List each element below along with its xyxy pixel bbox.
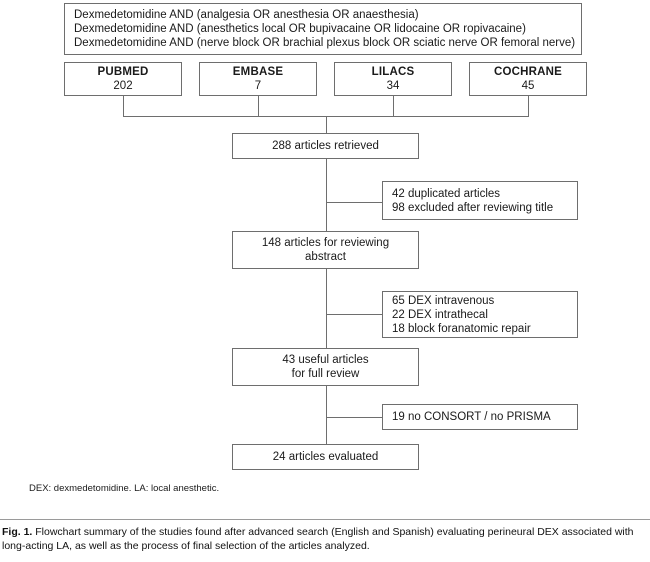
search-query-box: Dexmedetomidine AND (analgesia OR anesth… xyxy=(64,3,582,55)
exclusion-dex-route-line-1: 65 DEX intravenous xyxy=(392,294,495,307)
flow-box-abstract-review: 148 articles for reviewing abstract xyxy=(232,231,419,269)
exclusion-dex-route-line-2: 22 DEX intrathecal xyxy=(392,308,488,321)
database-count-embase: 7 xyxy=(254,80,262,92)
connector-trunk-retrieved-to-abstract xyxy=(326,159,327,231)
flow-box-abstract-line-1: 148 articles for reviewing xyxy=(261,237,390,249)
connector-pubmed-drop xyxy=(123,96,124,116)
database-count-lilacs: 34 xyxy=(386,80,400,92)
database-box-embase: EMBASE 7 xyxy=(199,62,317,96)
database-count-cochrane: 45 xyxy=(521,80,535,92)
exclusion-dex-route-line-3: 18 block foranatomic repair xyxy=(392,322,531,335)
connector-branch-duplicates xyxy=(326,202,382,203)
exclusion-consort-line-1: 19 no CONSORT / no PRISMA xyxy=(392,411,551,423)
database-name-lilacs: LILACS xyxy=(371,66,415,78)
flow-box-full-review-line-1: 43 useful articles xyxy=(282,354,369,366)
flow-box-retrieved-line-1: 288 articles retrieved xyxy=(272,140,379,152)
exclusion-duplicates-line-2: 98 excluded after reviewing title xyxy=(392,201,554,214)
database-box-pubmed: PUBMED 202 xyxy=(64,62,182,96)
exclusion-duplicates-line-1: 42 duplicated articles xyxy=(392,187,501,200)
flow-box-retrieved: 288 articles retrieved xyxy=(232,133,419,159)
flow-box-abstract-line-2: abstract xyxy=(305,251,346,263)
connector-lilacs-drop xyxy=(393,96,394,116)
exclusion-box-dex-route: 65 DEX intravenous 22 DEX intrathecal 18… xyxy=(382,291,578,338)
database-count-pubmed: 202 xyxy=(113,80,133,92)
caption-divider xyxy=(0,519,650,520)
figure-caption: Fig. 1. Flowchart summary of the studies… xyxy=(2,526,650,553)
connector-bus-to-retrieved xyxy=(326,116,327,134)
search-query-line-1: Dexmedetomidine AND (analgesia OR anesth… xyxy=(74,9,419,21)
database-name-cochrane: COCHRANE xyxy=(493,66,563,78)
database-name-pubmed: PUBMED xyxy=(97,66,149,78)
database-name-embase: EMBASE xyxy=(232,66,284,78)
database-box-lilacs: LILACS 34 xyxy=(334,62,452,96)
search-query-line-3: Dexmedetomidine AND (nerve block OR brac… xyxy=(74,37,576,49)
flow-box-full-review: 43 useful articles for full review xyxy=(232,348,419,386)
figure-caption-label: Fig. 1. xyxy=(2,526,33,538)
connector-embase-drop xyxy=(258,96,259,116)
database-box-cochrane: COCHRANE 45 xyxy=(469,62,587,96)
search-query-line-2: Dexmedetomidine AND (anesthetics local O… xyxy=(74,23,526,35)
flow-box-evaluated-line-1: 24 articles evaluated xyxy=(272,451,379,463)
connector-branch-dex-route xyxy=(326,314,382,315)
exclusion-box-consort-prisma: 19 no CONSORT / no PRISMA xyxy=(382,404,578,430)
figure-caption-text: Flowchart summary of the studies found a… xyxy=(2,526,634,552)
flow-box-evaluated: 24 articles evaluated xyxy=(232,444,419,470)
flow-box-full-review-line-2: for full review xyxy=(291,368,360,380)
connector-trunk-full-to-evaluated xyxy=(326,386,327,444)
connector-trunk-abstract-to-full xyxy=(326,269,327,348)
connector-cochrane-drop xyxy=(528,96,529,116)
exclusion-box-duplicates: 42 duplicated articles 98 excluded after… xyxy=(382,181,578,220)
figure-footnote: DEX: dexmedetomidine. LA: local anesthet… xyxy=(29,483,220,494)
connector-branch-consort xyxy=(326,417,382,418)
